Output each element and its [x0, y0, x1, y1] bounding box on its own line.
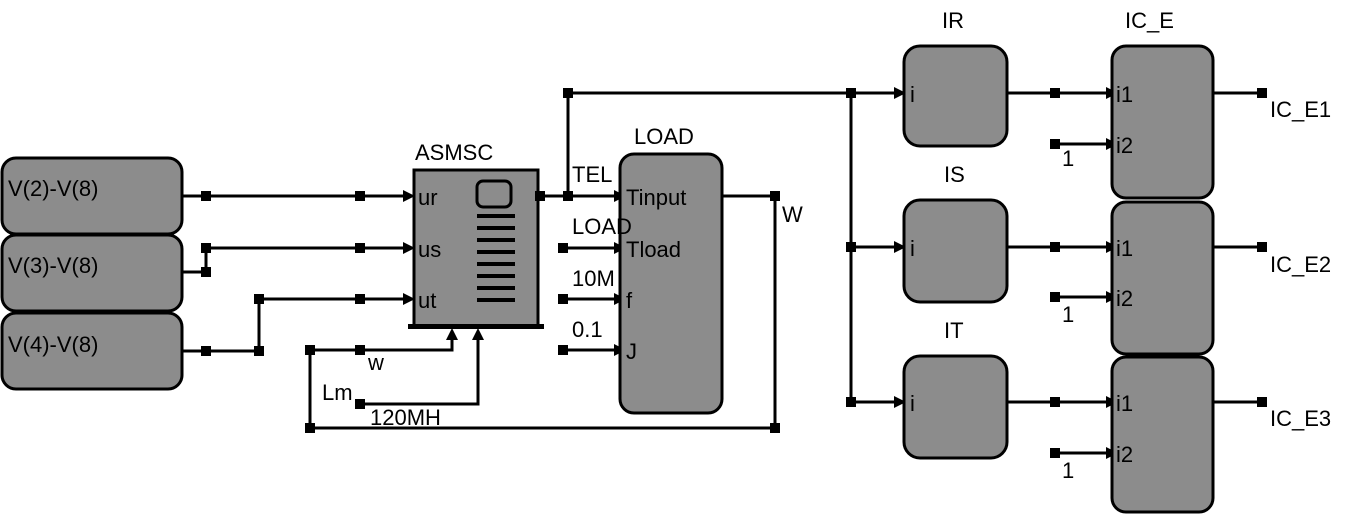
meter-title-2: IS [944, 162, 965, 187]
meter-port-3: i [910, 391, 915, 416]
ic-port2-3: i2 [1116, 442, 1133, 467]
motor-port-ur: ur [418, 185, 438, 210]
motor-port-us: us [418, 237, 441, 262]
source-label-1: V(2)-V(8) [8, 176, 98, 201]
source-label-3: V(4)-V(8) [8, 332, 98, 357]
ic-output-3: IC_E3 [1270, 406, 1331, 431]
ic-block-2[interactable] [1110, 200, 1215, 356]
motor-title: ASMSC [415, 140, 493, 165]
load-signal-j-value: 0.1 [572, 317, 603, 342]
wires-current-bus [563, 87, 906, 408]
meter-block-2[interactable] [902, 198, 1009, 304]
motor-lm-label: Lm [322, 380, 353, 405]
ic-port1-2: i1 [1116, 236, 1133, 261]
ic-constant-1: 1 [1062, 146, 1074, 171]
ic-title: IC_E [1125, 8, 1174, 33]
junctions-sources [201, 191, 365, 356]
wires-sources-to-motor [182, 194, 412, 353]
source-block-3[interactable]: V(4)-V(8) [0, 311, 184, 391]
motor-lm-value: 120MH [370, 405, 441, 430]
load-signal-tel: TEL [572, 162, 612, 187]
source-block-1[interactable]: V(2)-V(8) [0, 156, 184, 236]
wires-meters-to-ic [1007, 87, 1118, 459]
load-signal-load: LOAD [572, 214, 632, 239]
ic-block-1[interactable] [1110, 44, 1215, 200]
ic-port2-2: i2 [1116, 286, 1133, 311]
load-port-j: J [626, 339, 637, 364]
motor-port-ut: ut [418, 288, 436, 313]
ic-port1-1: i1 [1116, 82, 1133, 107]
wires-outputs [1213, 88, 1267, 407]
ic-block-3[interactable] [1110, 355, 1215, 514]
ic-constant-3: 1 [1062, 458, 1074, 483]
meter-title-1: IR [942, 8, 964, 33]
ic-output-2: IC_E2 [1270, 252, 1331, 277]
motor-input-arrows [403, 190, 415, 305]
ic-port2-1: i2 [1116, 133, 1133, 158]
load-signal-f-value: 10M [572, 266, 615, 291]
wires-load [535, 190, 780, 356]
source-label-2: V(3)-V(8) [8, 253, 98, 278]
load-title: LOAD [634, 124, 694, 149]
meter-port-1: i [910, 82, 915, 107]
source-block-2[interactable]: V(3)-V(8) [0, 233, 184, 313]
load-port-tload: Tload [626, 237, 681, 262]
meter-block-1[interactable] [902, 44, 1009, 148]
load-block[interactable] [618, 152, 724, 415]
load-w-output: W [782, 202, 803, 227]
motor-block[interactable] [408, 168, 544, 329]
meter-block-3[interactable] [902, 354, 1009, 460]
load-port-tinput: Tinput [626, 185, 686, 210]
ic-constant-2: 1 [1062, 302, 1074, 327]
ic-port1-3: i1 [1116, 391, 1133, 416]
meter-port-2: i [910, 236, 915, 261]
meter-title-3: IT [944, 318, 964, 343]
wires-feedback [305, 196, 780, 433]
motor-w-label: w [367, 350, 384, 375]
ic-output-1: IC_E1 [1270, 97, 1331, 122]
load-port-f: f [626, 288, 633, 313]
